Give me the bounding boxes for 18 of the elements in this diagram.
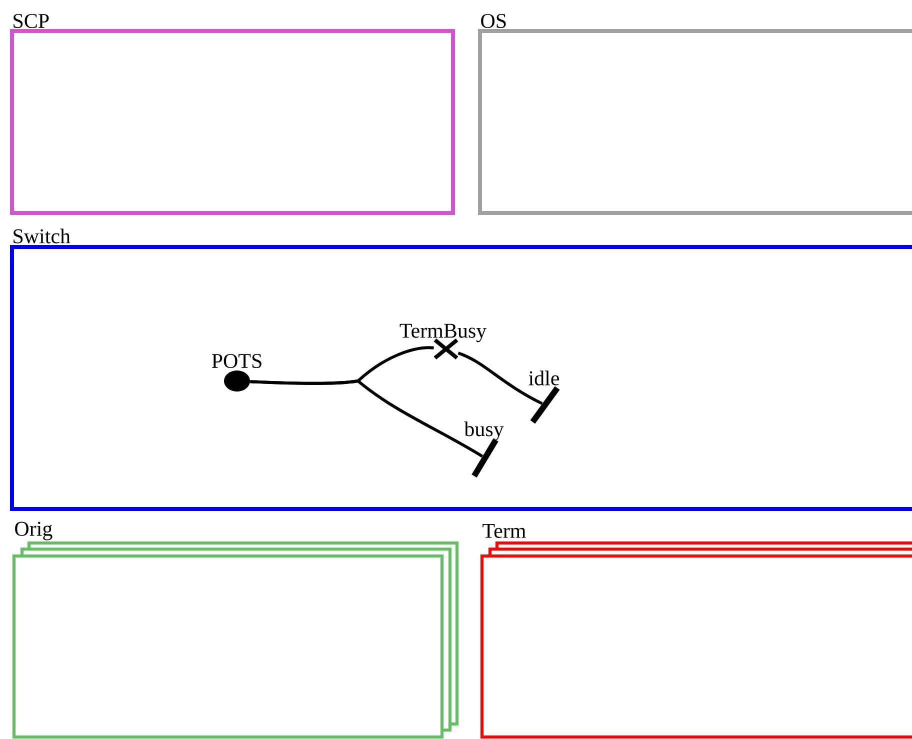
state-label: TermBusy [400,324,487,342]
stacked-box [12,542,458,738]
connector [250,380,484,458]
box [478,29,912,215]
box [10,29,455,215]
start-dot [224,370,250,392]
box-title: SCP [14,14,49,28]
end-bar [530,386,560,424]
box-title: Term [482,524,526,538]
box-title: Orig [15,522,52,540]
state-label: busy [464,421,504,441]
box [10,245,912,511]
box-title: OS [481,14,506,28]
state-label: idle [528,370,560,386]
state-label: POTS [212,354,262,368]
box-title: Switch [14,228,70,244]
stacked-box [480,542,912,738]
connector [458,352,543,405]
